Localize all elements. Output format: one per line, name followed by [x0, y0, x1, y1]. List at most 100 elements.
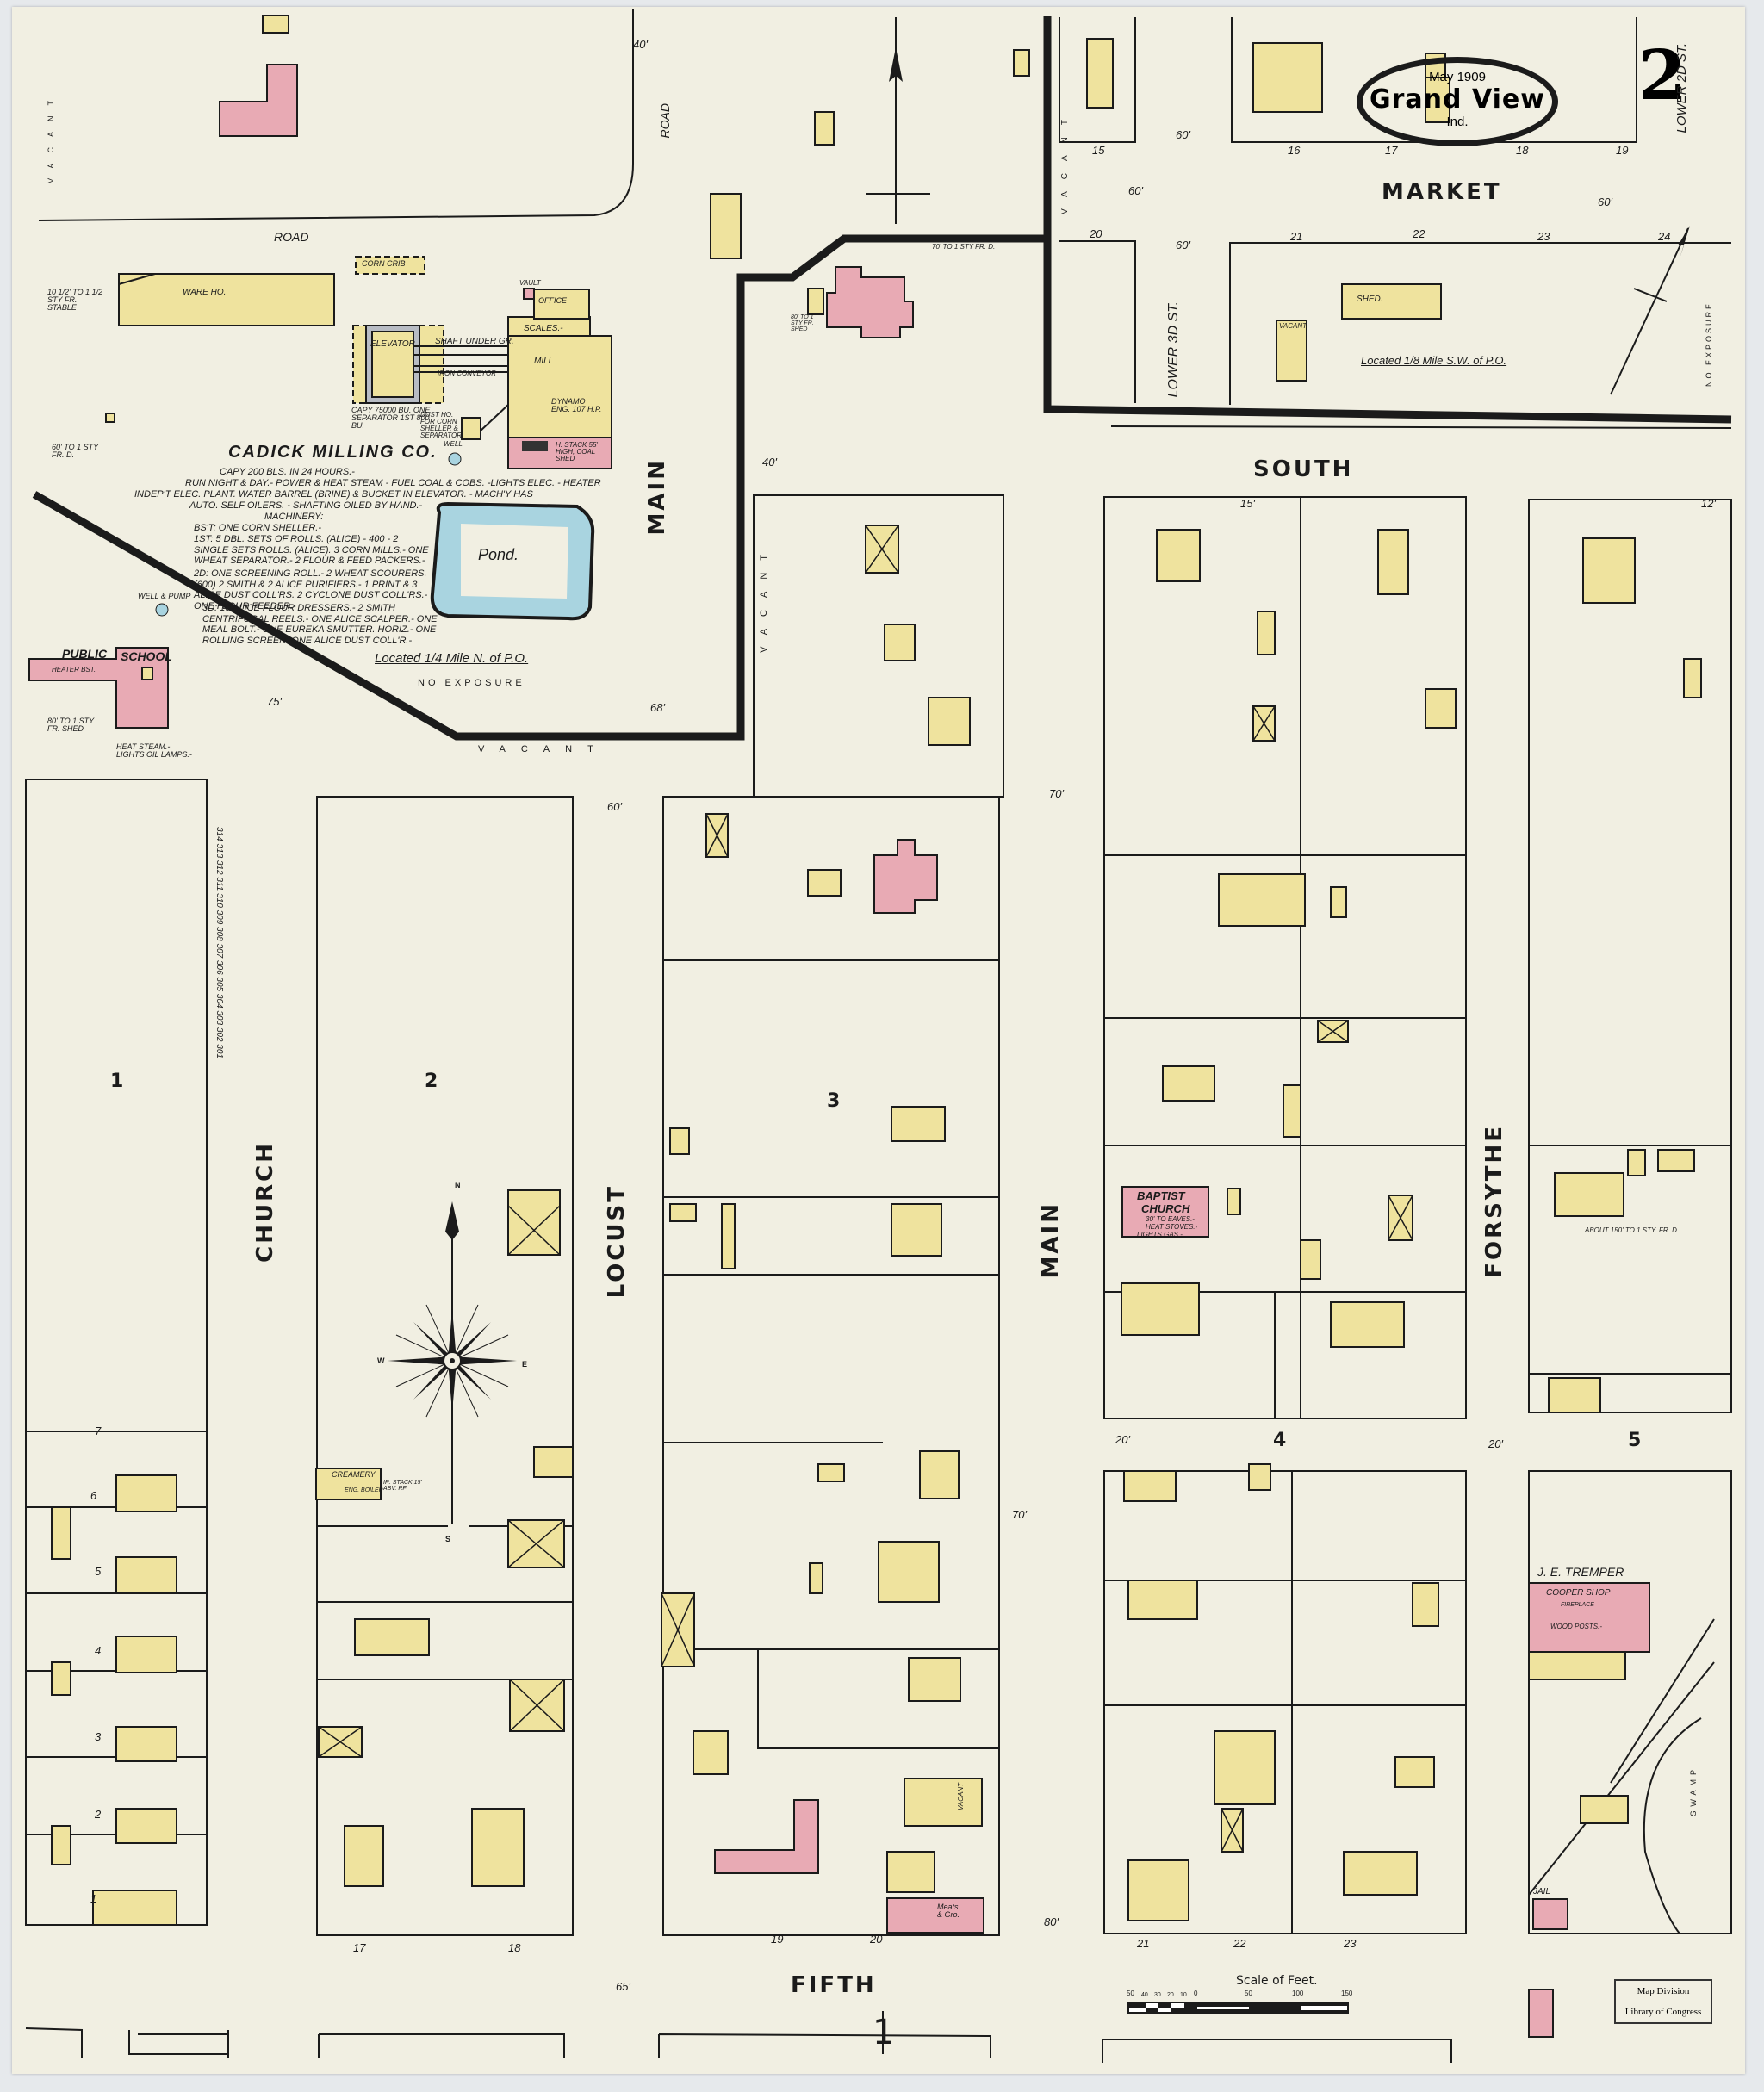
creamery-stack: Ir. Stack 15' Abv. Rf	[383, 1480, 422, 1492]
market-rail	[1610, 227, 1689, 395]
shed-north	[807, 288, 824, 315]
lot-fifth-23: 23	[1344, 1937, 1357, 1950]
b3-bldg-4	[669, 1127, 690, 1155]
b3-bldg-10	[878, 1541, 940, 1603]
well-pump-label: Well & Pump	[138, 592, 191, 600]
machinery-3rd: 3d: 10 Alice Flour Dressers.- 2 Smith Ce…	[202, 603, 438, 646]
market-exposure: No Exposure	[1705, 301, 1713, 388]
b3-bldg-11	[809, 1562, 823, 1594]
meats-label: Meats & Gro.	[937, 1903, 960, 1919]
compass-rose-icon	[388, 1201, 517, 1524]
b4-bldg-5	[1425, 688, 1457, 729]
width-15: 15'	[1240, 497, 1255, 510]
corn-crib	[355, 256, 425, 275]
lot-fifth-18: 18	[508, 1941, 521, 1954]
creamery-boiler: Eng. Boiler	[345, 1487, 383, 1493]
lot-23: 23	[1537, 230, 1550, 243]
mill-note-2: Indep't Elec. Plant. Water Barrel (Brine…	[134, 489, 533, 500]
b3-dwelling-brick	[873, 839, 938, 914]
school-heater: Heater Bst.	[52, 666, 96, 674]
b3-bldg-3	[891, 1106, 946, 1142]
church-note-heat: Heat Stoves.-	[1146, 1223, 1198, 1231]
b4-bldg-13	[1300, 1239, 1321, 1280]
scale-tick-20: 20	[1167, 1992, 1174, 1998]
dust-house-label: Dust Ho. for Corn Sheller & Separator	[420, 411, 463, 439]
width-70-b: 70'	[1012, 1508, 1027, 1521]
elevator-bin	[371, 331, 414, 398]
adjoining-sheet-marker: 1	[873, 2013, 895, 2052]
shaft-label: Shaft under Gr.	[435, 337, 514, 346]
b4s-bldg-1	[1123, 1470, 1177, 1502]
warehouse	[118, 273, 335, 326]
scale-tick-50: 50	[1245, 1990, 1252, 1997]
machinery-basement: Bs't: One Corn Sheller.-	[194, 523, 321, 533]
b5-bldg-4	[1627, 1149, 1646, 1176]
b4s-bldg-5	[1214, 1730, 1276, 1805]
b1-bldg-2	[115, 1808, 177, 1844]
width-20-b: 20'	[1488, 1437, 1503, 1450]
forsythe-note: About 150' to 1 Sty. Fr. D.	[1585, 1226, 1680, 1234]
school-shed-note: 80' to 1 Sty Fr. Shed	[47, 717, 94, 733]
warehouse-label: Ware Ho.	[183, 288, 227, 297]
b3-dwelling-15	[886, 1851, 935, 1893]
north-main-bldg-3	[928, 697, 971, 746]
lot-fifth-19: 19	[771, 1933, 784, 1946]
block-4-lot-lines	[1104, 497, 1466, 1418]
swamp-label: SWAMP	[1689, 1766, 1698, 1816]
lot-24: 24	[1658, 230, 1671, 243]
school-notes: Heat Steam.- Lights Oil Lamps.-	[116, 742, 192, 759]
width-70-a: 70'	[1049, 787, 1064, 800]
dwelling-market-15	[1086, 38, 1114, 109]
map-city: Grand View	[1370, 84, 1545, 115]
warehouse-corner	[118, 273, 156, 286]
stamp-line-2: Library of Congress	[1624, 2007, 1702, 2017]
mill-location: Located 1/4 Mile N. of P.O.	[375, 651, 529, 666]
dust-house	[461, 417, 481, 440]
b4s-bldg-8	[1127, 1859, 1189, 1921]
compass-n: N	[455, 1181, 461, 1189]
church-note-eaves: 30' to Eaves.-	[1146, 1215, 1195, 1223]
width-60-b: 60'	[1176, 128, 1190, 141]
swamp-edge	[1643, 1717, 1702, 1934]
fifth-street-south-blocks	[138, 2033, 1452, 2063]
mill-label: Mill	[534, 357, 554, 366]
lot-19: 19	[1616, 144, 1629, 157]
street-main-lower: MAIN	[1038, 1201, 1064, 1279]
b1-bldg-3	[115, 1726, 177, 1762]
b1-lot-4: 4	[95, 1644, 102, 1657]
block-number-4: 4	[1273, 1430, 1287, 1451]
compass-s: S	[445, 1535, 451, 1543]
b2-bldg-7	[344, 1825, 384, 1887]
mill-name: Cadick Milling Co.	[228, 443, 438, 462]
map-date: May 1909	[1429, 70, 1486, 84]
b3-bldg-8	[919, 1450, 960, 1499]
b4-bldg-3	[1257, 611, 1276, 655]
well-pump-icon	[155, 603, 169, 617]
width-60-e: 60'	[607, 800, 622, 813]
block-5-south	[1528, 1470, 1732, 1934]
block-number-1: 1	[110, 1071, 124, 1092]
street-market: MARKET	[1382, 179, 1502, 205]
north-arrow-small-icon	[1678, 226, 1690, 258]
vault-label: Vault	[519, 279, 541, 287]
width-75: 75'	[267, 695, 282, 708]
lot-fifth-21: 21	[1137, 1937, 1150, 1950]
tremper-owner: J. E. Tremper	[1537, 1565, 1624, 1579]
b4-bldg-11	[1227, 1188, 1241, 1215]
north-arrow-icon	[889, 47, 903, 82]
dwelling-brick	[219, 64, 298, 137]
width-80: 80'	[1044, 1915, 1059, 1928]
market-vacant	[1276, 320, 1307, 382]
market-shed-label: Shed.	[1357, 295, 1383, 304]
map-state: Ind.	[1446, 115, 1469, 129]
compass-w: W	[377, 1356, 385, 1365]
lot-20: 20	[1090, 227, 1102, 240]
lot-16: 16	[1288, 144, 1301, 157]
tremper-annex	[1528, 1651, 1626, 1680]
b1-shed-b	[51, 1661, 71, 1696]
b3-bldg-5	[891, 1203, 942, 1257]
b5-bldg-1	[1582, 537, 1636, 604]
library-stamp: Map Division Library of Congress	[1614, 1979, 1712, 2024]
tremper-fireplace: Fireplace	[1561, 1602, 1594, 1608]
b5-brick-small	[1528, 1989, 1554, 2038]
